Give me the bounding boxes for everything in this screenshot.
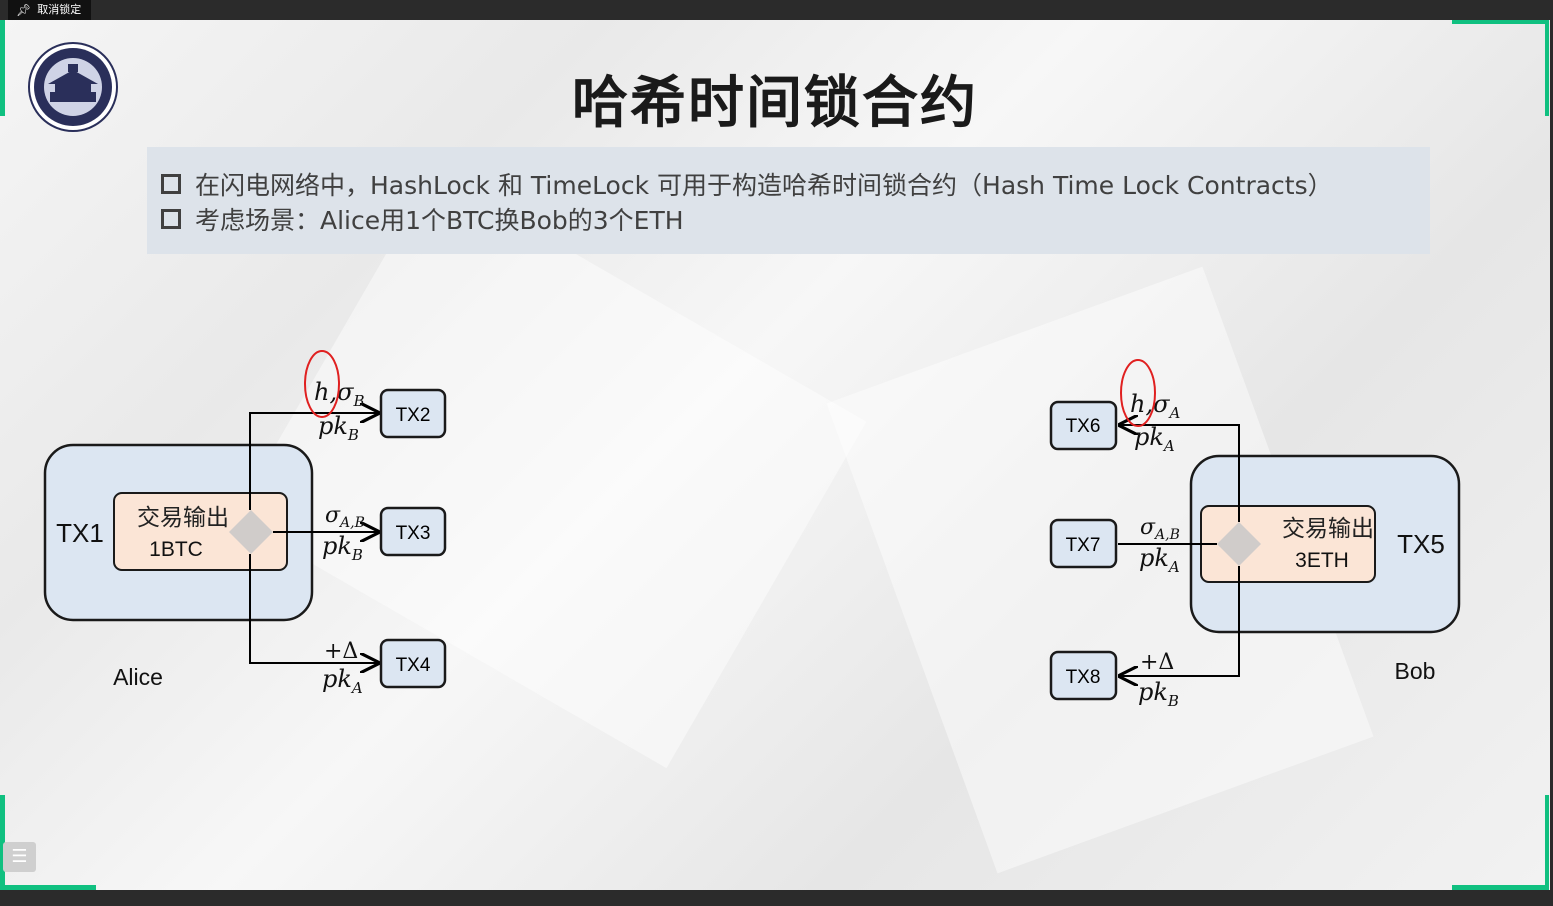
tx4-box — [379, 638, 447, 689]
corner-accent — [0, 20, 5, 116]
tx3-label: TX3 — [396, 523, 431, 544]
slide-title: 哈希时间锁合约 — [572, 71, 978, 136]
corner-accent — [1452, 20, 1548, 24]
tx8-box — [1049, 650, 1118, 701]
bullet-item: 在闪电网络中，HashLock 和 TimeLock 可用于构造哈希时间锁合约（… — [161, 166, 1333, 202]
tx7-condition-top: σA,B — [1140, 515, 1180, 543]
tx6-label: TX6 — [1066, 416, 1101, 437]
tx4-condition-top: +Δ — [324, 639, 358, 664]
bullet-text: 在闪电网络中，HashLock 和 TimeLock 可用于构造哈希时间锁合约（… — [195, 171, 1333, 200]
right-output-amount: 3ETH — [1295, 549, 1349, 572]
tx7-condition-bottom: pkA — [1139, 544, 1180, 576]
tx3-box — [379, 506, 447, 557]
corner-accent — [0, 885, 96, 890]
left-output-label: 交易输出 — [137, 505, 229, 531]
bullet-text: 考虑场景：Alice用1个BTC换Bob的3个ETH — [195, 206, 684, 235]
bullet-item: 考虑场景：Alice用1个BTC换Bob的3个ETH — [161, 201, 684, 237]
hash-highlight-circle — [304, 350, 340, 418]
square-bullet-icon — [161, 174, 181, 194]
branch-to-tx8 — [1120, 566, 1240, 676]
tx7-box — [1049, 518, 1118, 569]
university-logo — [28, 42, 118, 132]
hash-highlight-circle — [1120, 359, 1156, 427]
unlock-button[interactable]: 📌︎ 取消锁定 — [8, 0, 92, 20]
corner-accent — [0, 795, 5, 890]
tx4-label: TX4 — [396, 655, 431, 676]
list-icon: ☰ — [11, 846, 28, 867]
unlock-label: 取消锁定 — [37, 3, 82, 16]
tx2-condition-top: h,σB — [314, 378, 365, 410]
square-bullet-icon — [161, 209, 181, 229]
bottom-bar — [0, 890, 1553, 906]
tx8-condition-bottom: pkB — [1138, 678, 1179, 710]
tx6-box — [1049, 400, 1118, 451]
tx3-condition-top: σA,B — [325, 503, 365, 531]
tx7-label: TX7 — [1066, 535, 1101, 556]
top-bar: 📌︎ 取消锁定 — [0, 0, 1553, 20]
slide: 哈希时间锁合约 在闪电网络中，HashLock 和 TimeLock 可用于构造… — [0, 20, 1550, 890]
branch-to-tx6 — [1120, 425, 1240, 522]
branch-to-tx4 — [249, 554, 378, 663]
left-split-diamond — [229, 510, 273, 554]
bullet-box: 在闪电网络中，HashLock 和 TimeLock 可用于构造哈希时间锁合约（… — [147, 147, 1430, 254]
alice-label: Alice — [113, 664, 163, 690]
slide-menu-button[interactable]: ☰ — [3, 842, 36, 872]
tx4-condition-bottom: pkA — [322, 665, 363, 697]
tx1-label: TX1 — [56, 518, 104, 548]
htlc-diagram: TX1 交易输出 1BTC TX2 TX3 TX4 h,σB pkB σA,B … — [43, 350, 1461, 710]
corner-accent — [1545, 795, 1549, 890]
right-split-diamond — [1217, 522, 1261, 566]
tx6-condition-top: h,σA — [1130, 390, 1180, 422]
left-output-amount: 1BTC — [149, 538, 203, 561]
right-output-label: 交易输出 — [1282, 516, 1374, 542]
tx6-condition-bottom: pkA — [1134, 423, 1175, 455]
tx2-box — [379, 388, 447, 439]
tx8-label: TX8 — [1066, 667, 1101, 688]
pin-icon: 📌︎ — [16, 3, 32, 17]
branch-to-tx2 — [249, 413, 378, 510]
corner-accent — [1452, 885, 1548, 890]
tx5-label: TX5 — [1397, 529, 1445, 559]
tx3-condition-bottom: pkB — [322, 532, 363, 564]
tx8-condition-top: +Δ — [1140, 650, 1174, 675]
bob-label: Bob — [1395, 658, 1436, 684]
tx2-label: TX2 — [396, 405, 431, 426]
corner-accent — [1545, 20, 1549, 116]
tx2-condition-bottom: pkB — [318, 412, 359, 444]
